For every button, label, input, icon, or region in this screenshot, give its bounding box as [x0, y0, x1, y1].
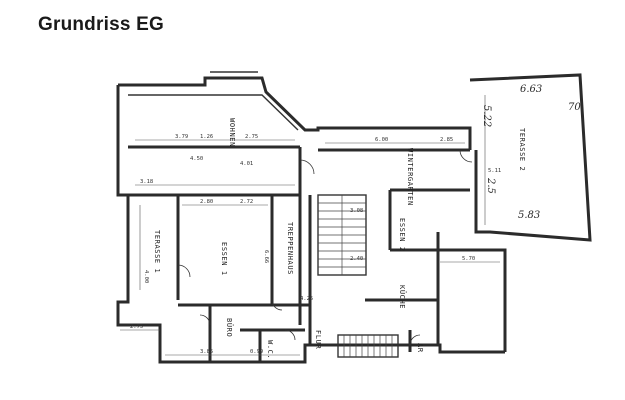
handwritten-note: 5.22 [481, 105, 492, 127]
dim-label: 2.40 [350, 256, 363, 262]
interior-walls [128, 145, 470, 362]
room-label-wc: W.C. [266, 340, 274, 359]
dim-label: 2.72 [240, 199, 253, 205]
dim-label: 3.85 [200, 349, 213, 355]
dim-label: 2.75 [130, 324, 143, 330]
dim-label: 2.80 [200, 199, 213, 205]
dim-label: 5.70 [462, 256, 475, 262]
room-label-terasse2: TERASSE 2 [518, 128, 526, 171]
room-label-terasse1: TERASSE 1 [153, 230, 161, 273]
dim-label: 1.26 [200, 134, 213, 140]
room-label-buero: BÜRO [225, 318, 234, 337]
plan-title: Grundriss EG [38, 14, 164, 35]
room-label-kueche: KÜCHE [398, 285, 407, 309]
handwritten-note: 70 [568, 102, 581, 113]
bay-walls [128, 71, 299, 131]
dim-label: 0.99 [250, 349, 263, 355]
room-label-wohnen: WOHNEN [228, 118, 236, 147]
dim-label: 4.01 [240, 161, 253, 167]
dim-label: 3.79 [175, 134, 188, 140]
doors [177, 149, 473, 346]
room-label-flur: FLUR [314, 330, 322, 349]
dimension-lines [120, 95, 500, 356]
room-label-treppenhaus: TREPPENHAUS [286, 222, 294, 275]
dim-label: 2.75 [245, 134, 258, 140]
handwritten-note: 6.63 [520, 84, 542, 95]
dim-label: 3.08 [350, 208, 363, 214]
room-label-essen2: ESSEN 2 [398, 218, 406, 252]
room-label-essen1: ESSEN 1 [220, 242, 228, 276]
room-label-wintergarten: WINTERGARTEN [406, 148, 414, 206]
dim-label: 4.25 [300, 296, 313, 302]
dim-label: 2.85 [440, 137, 453, 143]
dim-label: 5.11 [488, 168, 501, 174]
dim-label: 4.50 [190, 156, 203, 162]
dim-label: 6.00 [375, 137, 388, 143]
room-label-ar: AR [416, 343, 424, 353]
dim-label: 4.00 [143, 270, 149, 283]
staircase-main [317, 194, 367, 276]
dim-label: 3.18 [140, 179, 153, 185]
dim-label: 6.66 [263, 250, 269, 263]
handwritten-note: 5.83 [518, 210, 540, 221]
staircase-lower [337, 334, 399, 358]
handwritten-note: 2.5 [485, 177, 496, 194]
outer-walls [116, 73, 592, 364]
